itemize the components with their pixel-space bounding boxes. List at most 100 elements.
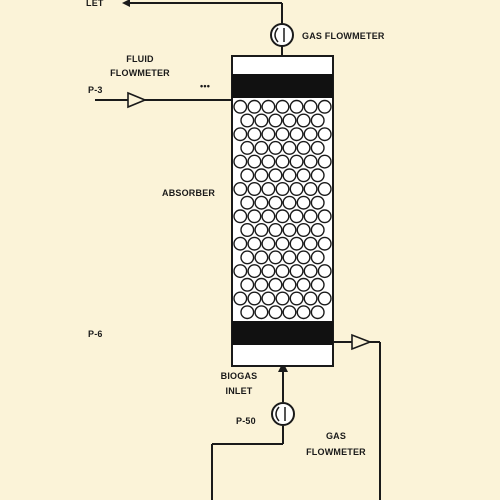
packing-ring xyxy=(240,140,255,155)
packing-ring xyxy=(254,305,269,320)
packing-ring xyxy=(303,127,318,142)
packing-ring xyxy=(310,113,325,128)
packing-ring xyxy=(275,99,290,114)
packing-ring xyxy=(275,154,290,169)
packing-ring xyxy=(310,195,325,210)
packing-ring xyxy=(317,209,332,224)
packing-ring xyxy=(275,236,290,251)
packing-ring xyxy=(268,305,283,320)
packing-ring xyxy=(254,222,269,237)
fluid-flowmeter-label-line1: FLUID xyxy=(126,54,154,64)
gas-flowmeter-bottom-label-line1: GAS xyxy=(326,431,346,441)
packing-ring xyxy=(275,209,290,224)
fluid-flowmeter-label-line2: FLOWMETER xyxy=(110,68,170,78)
packing-ring xyxy=(310,305,325,320)
packing-ring xyxy=(268,140,283,155)
packing-ring xyxy=(254,195,269,210)
packing-ring xyxy=(254,113,269,128)
packing-ring xyxy=(303,236,318,251)
packing-ring xyxy=(317,236,332,251)
packing-ring xyxy=(240,113,255,128)
packing-rings xyxy=(233,99,332,320)
packing-ring xyxy=(233,291,248,306)
packing-ring xyxy=(296,140,311,155)
packing-ring xyxy=(317,154,332,169)
packing-ring xyxy=(275,291,290,306)
packing-ring xyxy=(289,154,304,169)
packing-ring xyxy=(247,127,262,142)
packing-ring xyxy=(275,181,290,196)
packing-ring xyxy=(289,181,304,196)
packing-ring xyxy=(268,195,283,210)
packing-ring xyxy=(261,154,276,169)
packing-ring xyxy=(317,264,332,279)
packing-ring xyxy=(282,250,297,265)
packing-ring xyxy=(233,181,248,196)
packing-ring xyxy=(254,168,269,183)
packing-ring xyxy=(254,250,269,265)
packing-ring xyxy=(268,168,283,183)
packing-ring xyxy=(240,222,255,237)
packing-ring xyxy=(296,277,311,292)
packing-ring xyxy=(275,264,290,279)
absorber-top-plate xyxy=(232,74,333,98)
packing-ring xyxy=(233,154,248,169)
packing-ring xyxy=(233,209,248,224)
packing-ring xyxy=(310,250,325,265)
packing-ring xyxy=(247,209,262,224)
packing-ring xyxy=(289,209,304,224)
packing-ring xyxy=(303,291,318,306)
packing-ring xyxy=(289,264,304,279)
absorber-bottom-plate xyxy=(232,321,333,345)
packing-ring xyxy=(289,291,304,306)
gas-flowmeter-bottom-label-line2: FLOWMETER xyxy=(306,447,366,457)
packing-ring xyxy=(254,140,269,155)
packing-ring xyxy=(282,222,297,237)
packing-ring xyxy=(268,277,283,292)
flowmeter-icon xyxy=(270,23,294,47)
packing-ring xyxy=(317,127,332,142)
left-fragment-upper-label: P-3 xyxy=(88,85,103,95)
packing-ring xyxy=(247,99,262,114)
biogas-inlet-label-line2: INLET xyxy=(226,386,253,396)
pump-label: P-50 xyxy=(236,416,256,426)
packing-ring xyxy=(282,305,297,320)
packing-ring xyxy=(303,99,318,114)
packing-ring xyxy=(240,195,255,210)
packing-ring xyxy=(247,154,262,169)
packing-ring xyxy=(240,277,255,292)
check-valve-icon xyxy=(351,333,373,351)
packing-ring xyxy=(261,99,276,114)
packing-ring xyxy=(247,181,262,196)
packing-ring xyxy=(317,291,332,306)
packing-ring xyxy=(289,99,304,114)
packing-ring xyxy=(261,264,276,279)
packing-ring xyxy=(303,154,318,169)
packing-ring xyxy=(268,250,283,265)
packing-ring xyxy=(310,140,325,155)
packing-ring xyxy=(233,264,248,279)
packing-ring xyxy=(296,222,311,237)
packing-ring xyxy=(247,264,262,279)
packing-ring xyxy=(233,99,248,114)
packing-ring xyxy=(261,127,276,142)
packing-ring xyxy=(303,181,318,196)
packing-ring xyxy=(268,113,283,128)
packing-ring xyxy=(296,168,311,183)
packing-ring xyxy=(282,277,297,292)
absorber-label: ABSORBER xyxy=(162,188,215,198)
gas-flowmeter-top-label: GAS FLOWMETER xyxy=(302,31,385,41)
packing-ring xyxy=(289,236,304,251)
packing-ring xyxy=(303,264,318,279)
packing-ring xyxy=(310,168,325,183)
packing-ring xyxy=(282,168,297,183)
packing-ring xyxy=(296,195,311,210)
check-valve-icon xyxy=(127,91,148,109)
outlet-arrow-icon xyxy=(122,0,130,7)
packing-ring xyxy=(282,113,297,128)
packing-ring xyxy=(247,291,262,306)
packing-ring xyxy=(296,250,311,265)
packing-ring xyxy=(310,222,325,237)
